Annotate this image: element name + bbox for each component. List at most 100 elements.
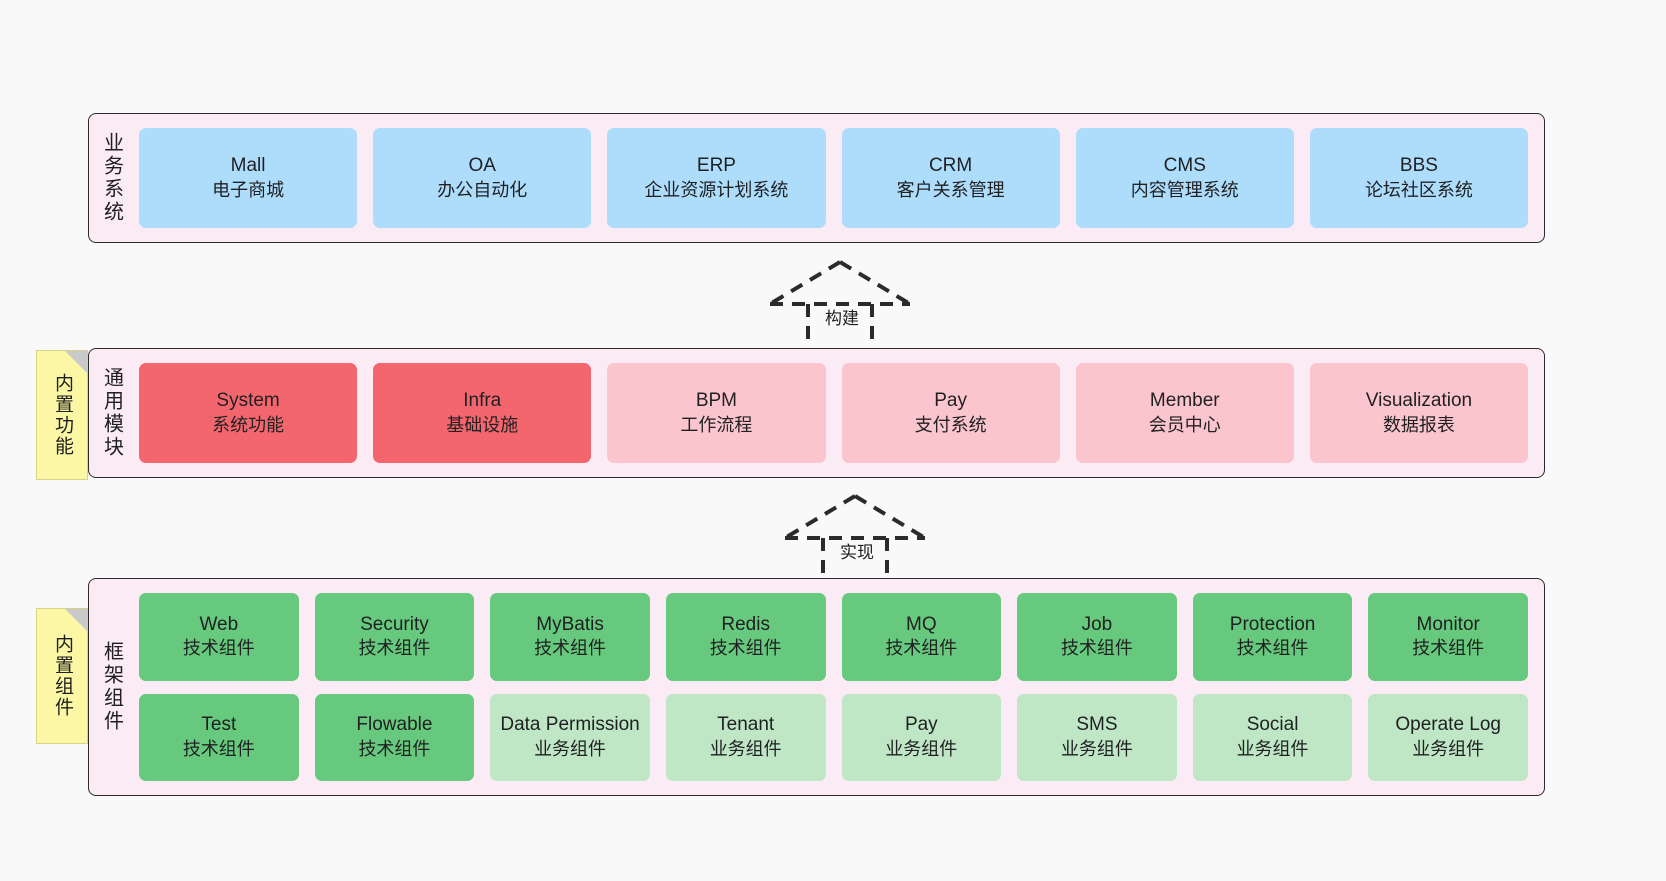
card-title-en: MyBatis	[536, 613, 604, 635]
card-title-en: CMS	[1163, 154, 1206, 176]
card-title-cn: 技术组件	[1236, 638, 1309, 659]
layer-common-modules: 通用模块 System 系统功能 Infra 基础设施 BPM 工作流程 Pay 支付系统 Me…	[88, 348, 1545, 478]
card-security[interactable]: Security 技术组件	[314, 593, 475, 681]
connector-build-label: 构建	[825, 309, 860, 328]
card-bpm[interactable]: BPM 工作流程	[607, 363, 826, 463]
card-title-en: Infra	[463, 389, 502, 411]
card-title-en: Security	[360, 613, 429, 635]
card-title-en: OA	[468, 154, 496, 176]
card-title-cn: 支付系统	[914, 414, 987, 435]
card-web[interactable]: Web 技术组件	[139, 593, 299, 681]
connector-implement-arrow: 实现	[775, 492, 935, 592]
note-builtin-function-label: 内置功能	[51, 373, 73, 457]
note-builtin-function: 内置功能	[36, 350, 88, 480]
card-title-en: Social	[1246, 714, 1299, 736]
card-bbs[interactable]: BBS 论坛社区系统	[1309, 128, 1529, 228]
card-title-cn: 业务组件	[1060, 738, 1133, 759]
card-title-en: Pay	[904, 714, 938, 736]
note-fold-corner-icon	[65, 609, 87, 631]
card-title-cn: 会员中心	[1148, 414, 1221, 435]
card-title-cn: 业务组件	[534, 738, 607, 759]
card-title-en: Tenant	[717, 714, 775, 736]
card-oa[interactable]: OA 办公自动化	[373, 128, 592, 228]
card-title-en: Web	[199, 613, 239, 635]
connector-implement-label: 实现	[840, 543, 875, 562]
card-title-en: Pay	[934, 389, 967, 411]
card-title-cn: 技术组件	[182, 738, 255, 759]
note-builtin-component: 内置组件	[36, 608, 88, 744]
layer-common-modules-title: 通用模块	[100, 367, 123, 459]
card-title-en: Operate Log	[1395, 714, 1501, 736]
card-title-en: CRM	[928, 154, 973, 176]
card-title-en: Job	[1081, 613, 1113, 635]
card-title-cn: 客户关系管理	[896, 179, 1005, 200]
card-title-cn: 技术组件	[182, 638, 255, 659]
card-title-en: BPM	[695, 389, 738, 411]
note-fold-corner-icon	[65, 351, 87, 373]
card-mybatis[interactable]: MyBatis 技术组件	[490, 593, 650, 681]
card-title-en: System	[216, 389, 280, 411]
card-title-cn: 技术组件	[1060, 638, 1133, 659]
card-monitor[interactable]: Monitor 技术组件	[1368, 593, 1528, 681]
card-member[interactable]: Member 会员中心	[1075, 363, 1294, 463]
note-builtin-component-label: 内置组件	[51, 634, 73, 718]
card-title-en: Flowable	[356, 714, 433, 736]
card-title-en: Member	[1149, 389, 1220, 411]
card-title-cn: 数据报表	[1382, 414, 1455, 435]
card-title-en: Test	[201, 714, 237, 736]
card-title-cn: 技术组件	[358, 638, 431, 659]
card-title-cn: 业务组件	[885, 738, 958, 759]
card-title-cn: 技术组件	[709, 638, 782, 659]
card-title-en: Monitor	[1416, 613, 1480, 635]
card-pay[interactable]: Pay 支付系统	[841, 363, 1060, 463]
card-title-en: Redis	[721, 613, 770, 635]
card-title-en: Protection	[1229, 613, 1316, 635]
card-mq[interactable]: MQ 技术组件	[841, 593, 1002, 681]
card-crm[interactable]: CRM 客户关系管理	[841, 128, 1060, 228]
card-title-cn: 业务组件	[1236, 738, 1309, 759]
card-title-cn: 内容管理系统	[1130, 179, 1239, 200]
card-title-cn: 系统功能	[212, 414, 285, 435]
card-title-cn: 技术组件	[885, 638, 958, 659]
card-title-en: BBS	[1399, 154, 1438, 176]
card-title-cn: 技术组件	[1412, 638, 1485, 659]
card-title-cn: 业务组件	[1412, 738, 1485, 759]
card-title-cn: 办公自动化	[437, 179, 528, 200]
card-title-cn: 业务组件	[709, 738, 782, 759]
layer-business-system-title: 业务系统	[100, 132, 123, 224]
card-protection[interactable]: Protection 技术组件	[1192, 593, 1353, 681]
card-title-cn: 基础设施	[446, 414, 519, 435]
card-title-cn: 技术组件	[534, 638, 607, 659]
card-title-en: SMS	[1076, 714, 1118, 736]
card-job[interactable]: Job 技术组件	[1017, 593, 1177, 681]
card-title-cn: 论坛社区系统	[1364, 179, 1473, 200]
card-infra[interactable]: Infra 基础设施	[373, 363, 592, 463]
card-title-cn: 工作流程	[680, 414, 753, 435]
card-title-en: MQ	[906, 613, 937, 635]
card-cms[interactable]: CMS 内容管理系统	[1075, 128, 1294, 228]
card-redis[interactable]: Redis 技术组件	[665, 593, 826, 681]
layer-common-modules-cards: System 系统功能 Infra 基础设施 BPM 工作流程 Pay 支付系统 Member 会…	[133, 349, 1544, 477]
connector-build-arrow: 构建	[760, 258, 920, 358]
card-system[interactable]: System 系统功能	[139, 363, 358, 463]
layer-framework-components-title: 框架组件	[100, 641, 123, 733]
card-title-en: Data Permission	[500, 714, 640, 736]
